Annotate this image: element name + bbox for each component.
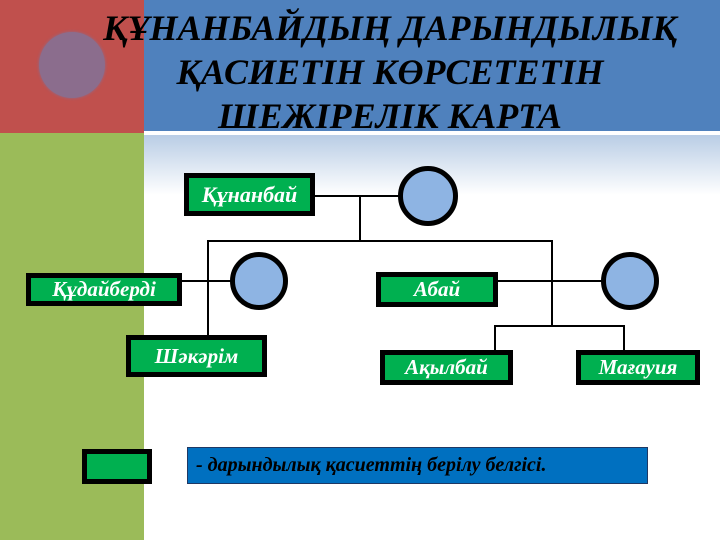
node-label: Мағауия <box>598 355 678 379</box>
decorative-circle-icon <box>39 32 105 98</box>
connector-abai-spouse <box>498 280 602 282</box>
node-label: Ақылбай <box>405 355 488 379</box>
legend-text: - дарындылық қасиеттің берілу белгісі. <box>196 454 547 476</box>
node-label: Құнанбай <box>201 181 298 207</box>
blue-header-panel <box>144 0 720 131</box>
node-magauia: Мағауия <box>576 350 700 385</box>
node-abai: Абай <box>376 272 498 307</box>
connector-abai-vertical <box>551 240 553 326</box>
node-label: Шәкәрім <box>154 343 239 368</box>
connector-akylbai-vertical <box>494 325 496 351</box>
title-line-3: ШЕЖІРЕЛІК КАРТА <box>218 96 562 136</box>
title-line-1: ҚҰНАНБАЙДЫҢ ДАРЫНДЫЛЫҚ <box>103 8 677 48</box>
node-kudaiberdi: Құдайберді <box>26 273 182 306</box>
page-title: ҚҰНАНБАЙДЫҢ ДАРЫНДЫЛЫҚ ҚАСИЕТІН КӨРСЕТЕТ… <box>100 6 680 138</box>
legend-swatch <box>82 449 152 484</box>
connector-abai-children-horizontal <box>494 325 625 327</box>
spouse-circle-kudaiberdi <box>230 252 288 310</box>
legend-text-bar: - дарындылық қасиеттің берілу белгісі. <box>187 447 648 484</box>
connector-children-horizontal <box>207 240 553 242</box>
connector-kunanbai-spouse <box>315 195 400 197</box>
connector-kudaiberdi-spouse <box>182 280 232 282</box>
header-divider <box>144 131 720 135</box>
node-label: Құдайберді <box>52 277 156 301</box>
spouse-circle-abai <box>601 252 659 310</box>
node-kunanbai: Құнанбай <box>184 173 315 216</box>
node-shakarim: Шәкәрім <box>126 335 267 377</box>
title-line-2: ҚАСИЕТІН КӨРСЕТЕТІН <box>176 52 604 92</box>
connector-kunanbai-children-vertical <box>359 196 361 242</box>
node-akylbai: Ақылбай <box>380 350 513 385</box>
spouse-circle-kunanbai <box>398 166 458 226</box>
node-label: Абай <box>413 277 461 301</box>
connector-magauia-vertical <box>623 325 625 351</box>
connector-kudaiberdi-vertical <box>207 240 209 336</box>
